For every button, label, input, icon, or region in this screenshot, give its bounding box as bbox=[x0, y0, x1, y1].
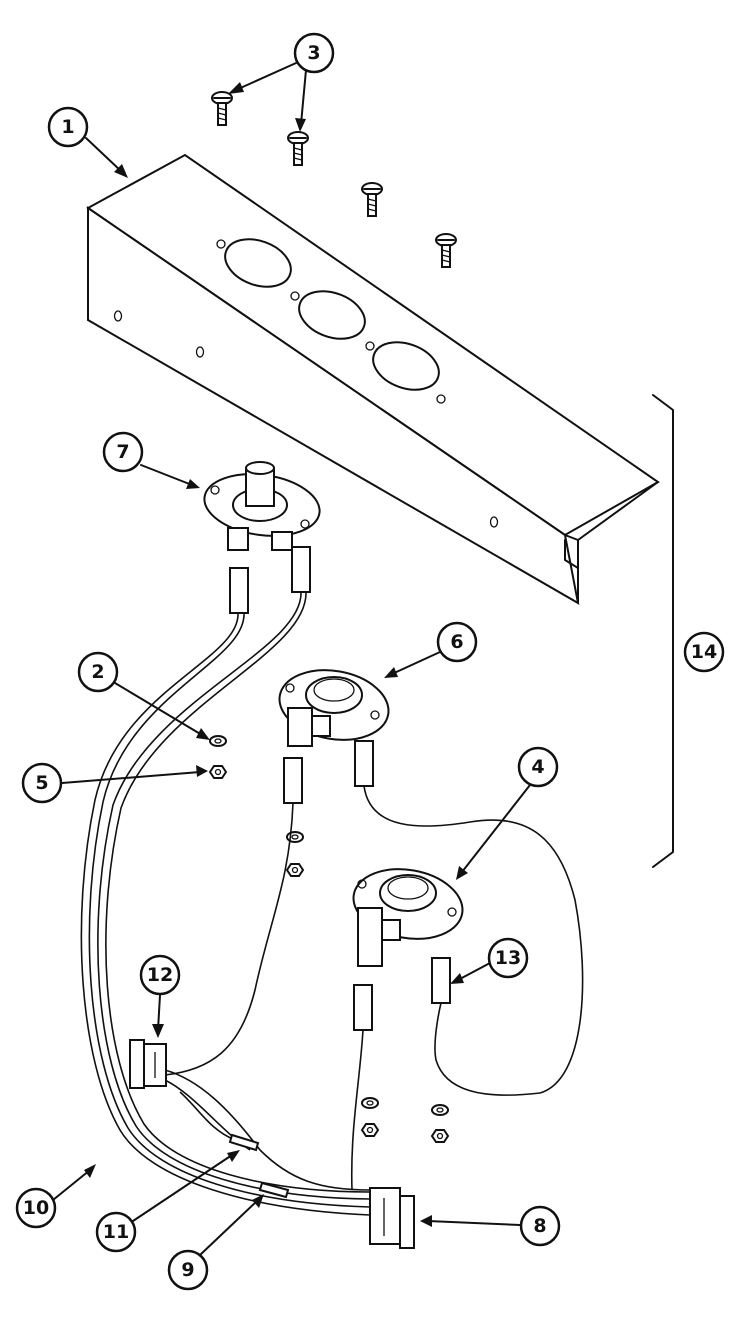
callout-12: 12 bbox=[139, 954, 181, 996]
callout-12-label: 12 bbox=[147, 964, 173, 986]
callout-10: 10 bbox=[15, 1187, 57, 1229]
callout-2: 2 bbox=[77, 651, 119, 693]
thermostat-6 bbox=[278, 669, 390, 747]
callout-3: 3 bbox=[293, 32, 335, 74]
callout-6-label: 6 bbox=[450, 631, 463, 653]
callout-1-label: 1 bbox=[61, 116, 74, 138]
callout-9: 9 bbox=[167, 1249, 209, 1291]
thermostat-4 bbox=[352, 868, 464, 967]
callout-11-label: 11 bbox=[103, 1221, 129, 1243]
control-bracket bbox=[86, 153, 660, 605]
callout-14: 14 bbox=[683, 631, 725, 673]
callout-2-label: 2 bbox=[91, 661, 104, 683]
callout-5: 5 bbox=[21, 762, 63, 804]
callout-1: 1 bbox=[47, 106, 89, 148]
leader-lines bbox=[52, 62, 531, 1256]
callout-3-label: 3 bbox=[307, 42, 320, 64]
callout-13: 13 bbox=[487, 937, 529, 979]
screw-d bbox=[435, 233, 457, 268]
callout-9-label: 9 bbox=[181, 1259, 194, 1281]
wire-harness bbox=[80, 546, 584, 1249]
screws bbox=[211, 91, 457, 268]
screw-a bbox=[211, 91, 233, 126]
callout-6: 6 bbox=[436, 621, 478, 663]
assembly-bracket bbox=[652, 394, 674, 868]
callout-8-label: 8 bbox=[533, 1215, 546, 1237]
callout-11: 11 bbox=[95, 1211, 137, 1253]
washers-and-nuts bbox=[208, 735, 450, 1143]
callout-8: 8 bbox=[519, 1205, 561, 1247]
callout-7-label: 7 bbox=[116, 441, 129, 463]
screw-c bbox=[361, 182, 383, 217]
callout-5-label: 5 bbox=[35, 772, 48, 794]
callout-4: 4 bbox=[517, 746, 559, 788]
callout-10-label: 10 bbox=[23, 1197, 49, 1219]
callout-4-label: 4 bbox=[531, 756, 544, 778]
screw-b bbox=[287, 131, 309, 166]
callout-14-label: 14 bbox=[691, 641, 717, 663]
callout-7: 7 bbox=[102, 431, 144, 473]
callout-13-label: 13 bbox=[495, 947, 521, 969]
thermostat-7 bbox=[203, 461, 321, 551]
